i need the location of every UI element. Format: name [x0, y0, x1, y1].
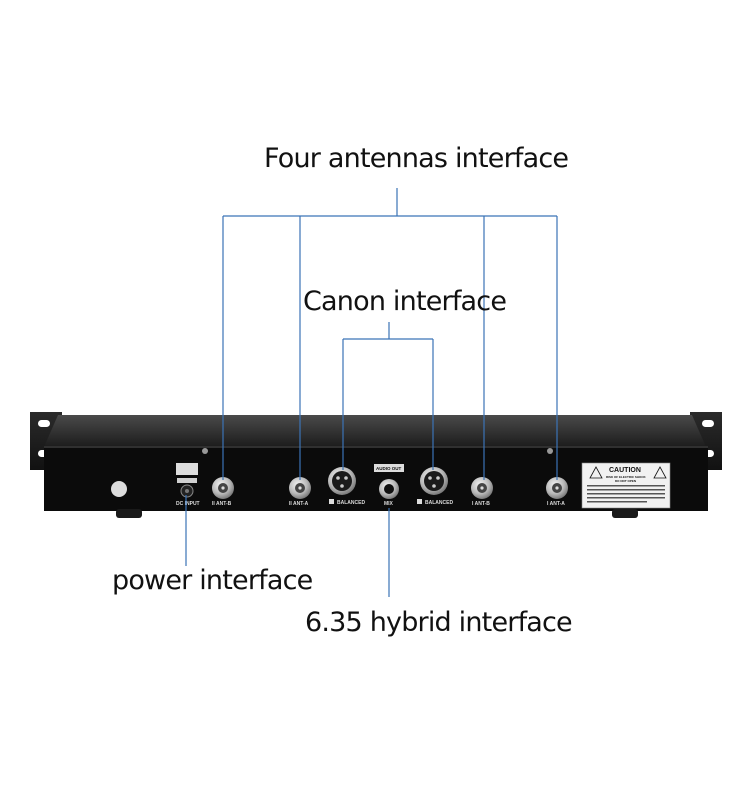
- certification-badge: [111, 481, 127, 497]
- canon-interface-callout: Canon interface: [303, 286, 507, 317]
- power-interface-callout: power interface: [112, 565, 313, 596]
- dc-input-jack: [176, 463, 198, 498]
- svg-text:RISK OF ELECTRIC SHOCK: RISK OF ELECTRIC SHOCK: [606, 475, 647, 479]
- canon-leader-lines: [342, 322, 434, 470]
- xlr-connector-left: [328, 467, 356, 495]
- ant-b-left-label: II ANT-B: [212, 501, 232, 507]
- ant-b-right-label: I ANT-B: [472, 501, 490, 507]
- balanced-right-label: BALANCED: [425, 500, 453, 506]
- foot-right: [612, 509, 638, 518]
- ant-a-left-label: II ANT-A: [289, 501, 309, 507]
- ant-a-right-label: I ANT-A: [547, 501, 565, 507]
- balanced-left-label: BALANCED: [337, 500, 365, 506]
- xlr-connector-right: [420, 467, 448, 495]
- antenna-connector-i-a: [546, 477, 568, 499]
- antenna-connector-ii-a: [289, 477, 311, 499]
- foot-left: [116, 509, 142, 518]
- svg-text:CAUTION: CAUTION: [609, 467, 641, 474]
- dc-input-label: DC INPUT: [176, 501, 200, 507]
- hybrid-interface-callout: 6.35 hybrid interface: [305, 607, 573, 638]
- jack-6-35-connector: [379, 479, 399, 499]
- audio-out-label: AUDIO OUT: [376, 466, 402, 471]
- antenna-leader-lines: [222, 188, 558, 480]
- antenna-connector-i-b: [471, 477, 493, 499]
- caution-label: CAUTION RISK OF ELECTRIC SHOCK DO NOT OP…: [581, 462, 671, 509]
- antenna-connector-ii-b: [212, 477, 234, 499]
- four-antennas-callout: Four antennas interface: [264, 143, 569, 174]
- mix-label: MIX: [384, 501, 394, 507]
- chassis-top: [44, 415, 706, 447]
- svg-text:DO NOT OPEN: DO NOT OPEN: [615, 479, 636, 483]
